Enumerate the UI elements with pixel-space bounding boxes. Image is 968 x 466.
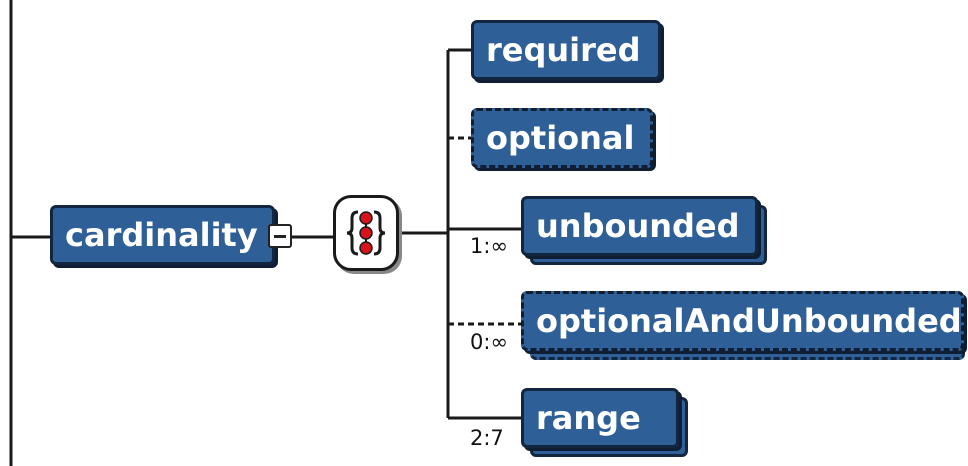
choice-compositor-icon[interactable] xyxy=(333,195,399,271)
cardinality-label: 0:∞ xyxy=(470,330,508,354)
cardinality-label: 1:∞ xyxy=(470,234,508,258)
compositor-dot-3 xyxy=(359,241,373,255)
element-range[interactable]: range xyxy=(521,388,679,448)
compositor-bracket-right-icon xyxy=(373,210,386,256)
compositor-dot-2 xyxy=(359,226,373,240)
compositor-dot-1 xyxy=(359,211,373,225)
element-unbounded[interactable]: unbounded xyxy=(521,196,758,256)
cardinality-label: 2:7 xyxy=(470,426,504,450)
element-label: unbounded xyxy=(536,207,740,245)
compositor-bracket-left-icon xyxy=(346,210,359,256)
element-required[interactable]: required xyxy=(471,20,661,80)
element-optional[interactable]: optional xyxy=(471,108,653,168)
element-label: optionalAndUnbounded xyxy=(536,302,962,340)
collapse-toggle-icon[interactable] xyxy=(268,224,292,248)
root-element-cardinality[interactable]: cardinality xyxy=(50,205,275,265)
element-label: range xyxy=(536,399,641,437)
root-label: cardinality xyxy=(65,216,258,254)
element-label: optional xyxy=(486,119,635,157)
element-label: required xyxy=(486,31,641,69)
element-optional-and-unbounded[interactable]: optionalAndUnbounded xyxy=(521,291,964,351)
